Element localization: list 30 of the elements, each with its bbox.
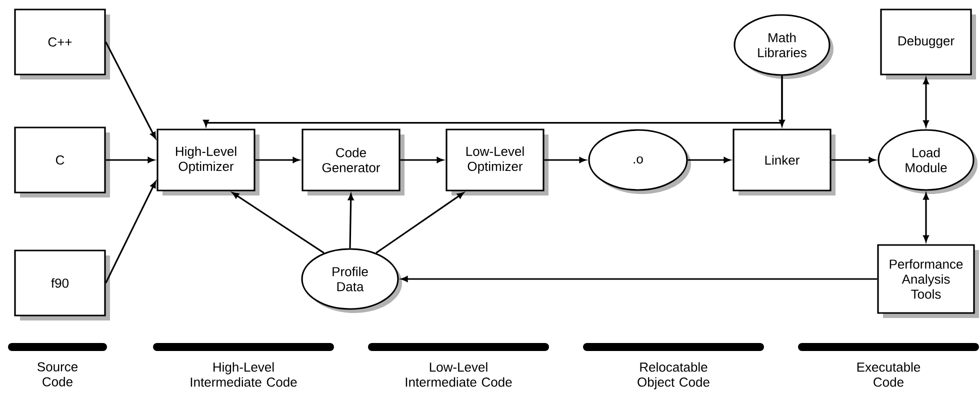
arrow	[348, 194, 354, 248]
process-box: Debugger	[880, 8, 976, 80]
arrow	[105, 42, 156, 139]
process-box: C	[14, 126, 110, 198]
stage-label: High-Level Intermediate Code	[190, 362, 297, 387]
process-box: Performance Analysis Tools	[877, 244, 979, 318]
process-box: Linker	[732, 128, 836, 196]
arrow	[923, 78, 929, 127]
stage-label: Source Code	[38, 362, 78, 386]
process-box: High-Level Optimizer	[156, 128, 260, 196]
arrow	[544, 157, 586, 163]
arrow	[255, 157, 300, 163]
arrow	[401, 276, 878, 282]
arrow	[831, 157, 876, 163]
stage-label: Low-Level Intermediate Code	[406, 362, 512, 387]
process-box: Low-Level Optimizer	[446, 128, 548, 196]
process-box: f90	[14, 250, 110, 320]
process-box: C++	[14, 8, 110, 80]
node-label: Load Module	[906, 148, 947, 172]
stage-label: Executable Code	[857, 362, 920, 387]
arrow	[688, 157, 730, 163]
arrow	[232, 192, 324, 254]
arrow	[400, 157, 444, 163]
process-box: Code Generator	[302, 128, 404, 196]
arrow	[106, 157, 154, 163]
arrow	[376, 192, 464, 254]
arrow	[203, 76, 783, 126]
arrow	[923, 193, 929, 242]
arrow	[105, 181, 156, 284]
stage-label: Relocatable Object Code	[638, 362, 710, 390]
